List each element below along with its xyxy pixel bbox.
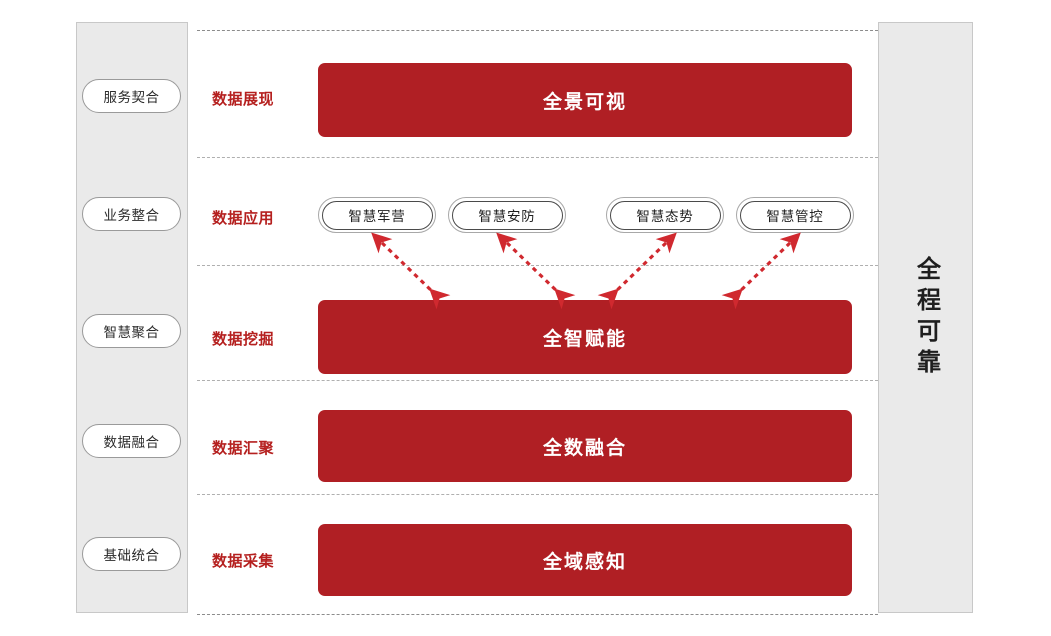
arrow-smart-barracks bbox=[371, 232, 451, 310]
capability-pill-1[interactable]: 服务契合 bbox=[82, 79, 181, 113]
capability-pill-3-label: 智慧聚合 bbox=[103, 325, 160, 340]
app-pill-smart-control-inner: 智慧管控 bbox=[739, 200, 851, 230]
arrow-smart-security bbox=[496, 232, 576, 310]
app-pill-smart-barracks[interactable]: 智慧军营 bbox=[318, 197, 436, 233]
app-pill-smart-security-inner: 智慧安防 bbox=[451, 200, 563, 230]
divider-1 bbox=[197, 157, 878, 158]
red-bar-intelligent-empowerment[interactable]: 全智赋能 bbox=[318, 300, 852, 374]
red-bar-data-fusion[interactable]: 全数融合 bbox=[318, 410, 852, 482]
right-panel-slogan: 全程可靠 bbox=[878, 22, 973, 613]
app-pill-smart-control[interactable]: 智慧管控 bbox=[736, 197, 854, 233]
app-pill-smart-barracks-inner: 智慧军营 bbox=[321, 200, 433, 230]
capability-pill-2-label: 业务整合 bbox=[103, 208, 160, 223]
stage-label-3: 数据挖掘 bbox=[212, 331, 275, 348]
app-pill-smart-situation-inner: 智慧态势 bbox=[609, 200, 721, 230]
divider-4 bbox=[197, 494, 878, 495]
right-panel-slogan-label: 全程可靠 bbox=[912, 255, 940, 380]
divider-2 bbox=[197, 265, 878, 266]
right-reliability-panel bbox=[878, 22, 973, 613]
capability-pill-2[interactable]: 业务整合 bbox=[82, 197, 181, 231]
arrow-smart-situation bbox=[597, 232, 677, 310]
capability-pill-3[interactable]: 智慧聚合 bbox=[82, 314, 181, 348]
capability-pill-4[interactable]: 数据融合 bbox=[82, 424, 181, 458]
divider-bottom bbox=[197, 614, 878, 615]
app-pill-smart-security-label: 智慧安防 bbox=[478, 209, 536, 224]
capability-pill-5[interactable]: 基础统合 bbox=[82, 537, 181, 571]
stage-label-2: 数据应用 bbox=[212, 210, 275, 227]
capability-pill-4-label: 数据融合 bbox=[103, 435, 160, 450]
stage-label-5: 数据采集 bbox=[212, 553, 275, 570]
app-pill-smart-control-label: 智慧管控 bbox=[766, 209, 824, 224]
capability-pill-5-label: 基础统合 bbox=[103, 548, 160, 563]
app-pill-smart-situation[interactable]: 智慧态势 bbox=[606, 197, 724, 233]
app-pill-smart-barracks-label: 智慧军营 bbox=[348, 209, 406, 224]
divider-3 bbox=[197, 380, 878, 381]
red-bar-panoramic-visibility[interactable]: 全景可视 bbox=[318, 63, 852, 137]
app-pill-smart-situation-label: 智慧态势 bbox=[636, 209, 694, 224]
divider-top bbox=[197, 30, 878, 31]
stage-label-4: 数据汇聚 bbox=[212, 440, 275, 457]
arrow-smart-control bbox=[721, 232, 801, 310]
stage-label-1: 数据展现 bbox=[212, 91, 275, 108]
capability-pill-1-label: 服务契合 bbox=[103, 90, 160, 105]
red-bar-full-domain-sensing[interactable]: 全域感知 bbox=[318, 524, 852, 596]
app-pill-smart-security[interactable]: 智慧安防 bbox=[448, 197, 566, 233]
